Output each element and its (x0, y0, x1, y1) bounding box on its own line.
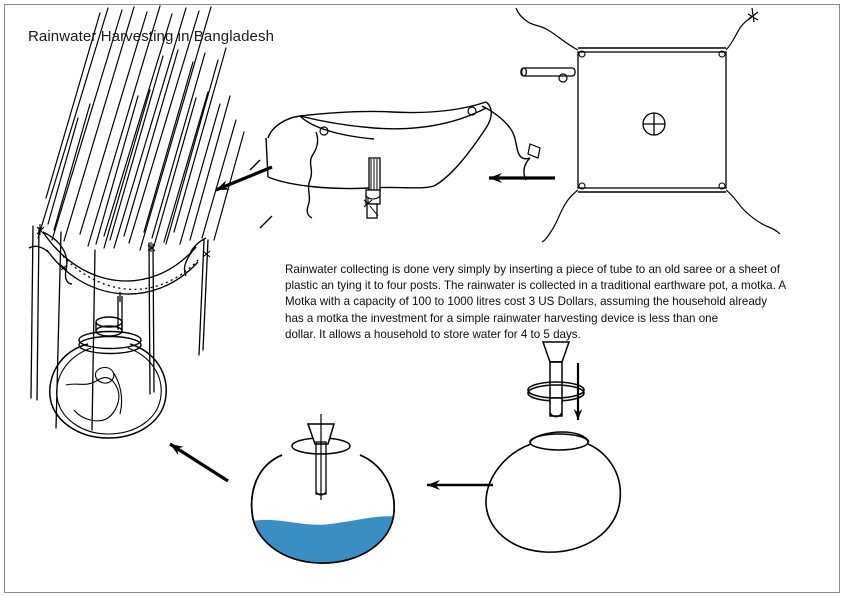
paragraph-line: Rainwater collecting is done very simply… (285, 263, 780, 276)
arrow-filled-pot-to-rig (169, 442, 229, 483)
paragraph-line: dollar. It allows a household to store w… (285, 327, 581, 341)
loose-tube-piece (520, 67, 576, 77)
draped-sheet-group (249, 101, 541, 229)
empty-motka-pot (485, 431, 622, 553)
paragraph-line: Motka with a capacity of 100 to 1000 lit… (285, 295, 768, 309)
arrow-draped-to-rig (215, 165, 273, 192)
description-paragraph: Rainwater collecting is done very simply… (285, 262, 787, 343)
flat-sheet-group (515, 7, 781, 243)
flow-arrows-group (169, 165, 583, 490)
page-title: Rainwater Harvesting in Bangladesh (28, 28, 275, 45)
paragraph-line: has a motka the investment for a simple … (285, 311, 719, 325)
rain-lines-group (37, 5, 245, 251)
installed-rig-saree (28, 231, 207, 330)
installed-rig-motka (49, 316, 167, 439)
filled-motka-pot (250, 414, 395, 564)
funnel-tube-assembly (527, 341, 585, 418)
draped-sheet-tube (363, 157, 381, 219)
paragraph-line: plastic an tying it to four posts. The r… (285, 279, 787, 293)
installed-rig-corner-knots (36, 224, 211, 271)
